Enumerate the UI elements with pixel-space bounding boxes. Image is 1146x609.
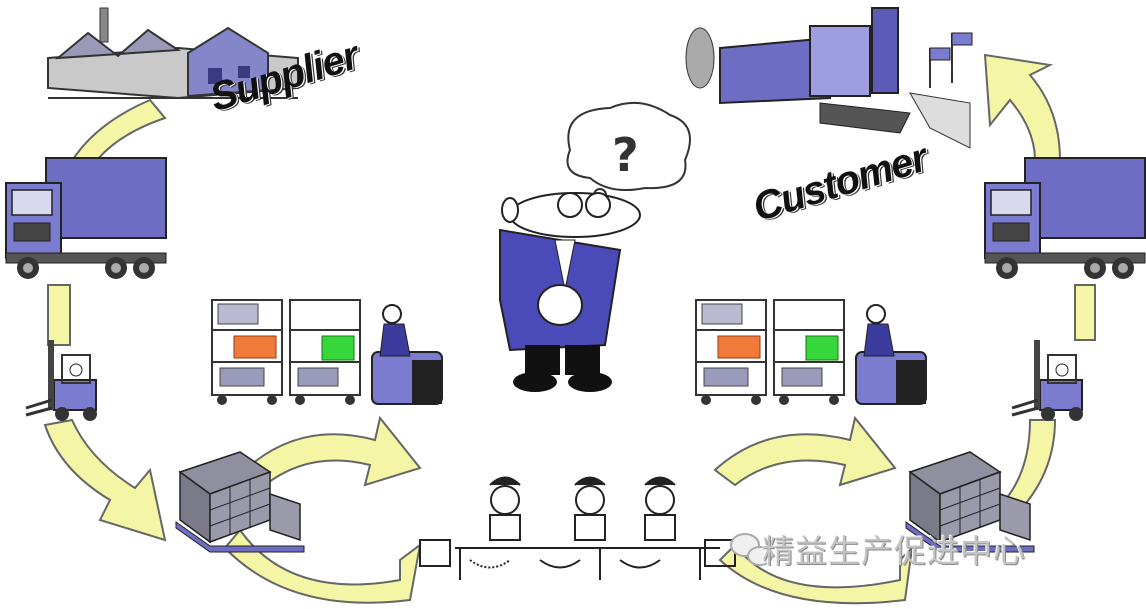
truck-icon-right <box>984 157 1146 280</box>
truck-icon-left <box>5 157 167 280</box>
right-upper-arrow <box>983 53 1062 161</box>
left-lower-arrow <box>43 418 167 542</box>
cart-train-icon-right <box>695 299 927 406</box>
question-mark: ? <box>612 128 639 182</box>
factory-icon <box>47 7 299 100</box>
office-building-icon <box>685 7 973 149</box>
forklift-icon-left <box>24 338 99 423</box>
left-mid-stem <box>47 284 71 346</box>
center-left-top-arc <box>243 415 422 487</box>
forklift-icon-right <box>1010 338 1085 423</box>
wechat-icon <box>730 533 773 566</box>
watermark-text: 精益生产促进中心 <box>762 532 1027 570</box>
right-lower-arc <box>1003 419 1057 510</box>
workstation-icon <box>419 476 736 580</box>
center-left-bottom-arc <box>223 528 422 604</box>
center-right-top-arc <box>713 415 897 487</box>
right-mid-stem <box>1074 284 1096 341</box>
cart-train-icon-left <box>211 299 443 406</box>
flow-arrows <box>43 53 1096 605</box>
thinking-person-icon <box>499 192 641 392</box>
center-right-bottom-arc <box>718 543 914 605</box>
